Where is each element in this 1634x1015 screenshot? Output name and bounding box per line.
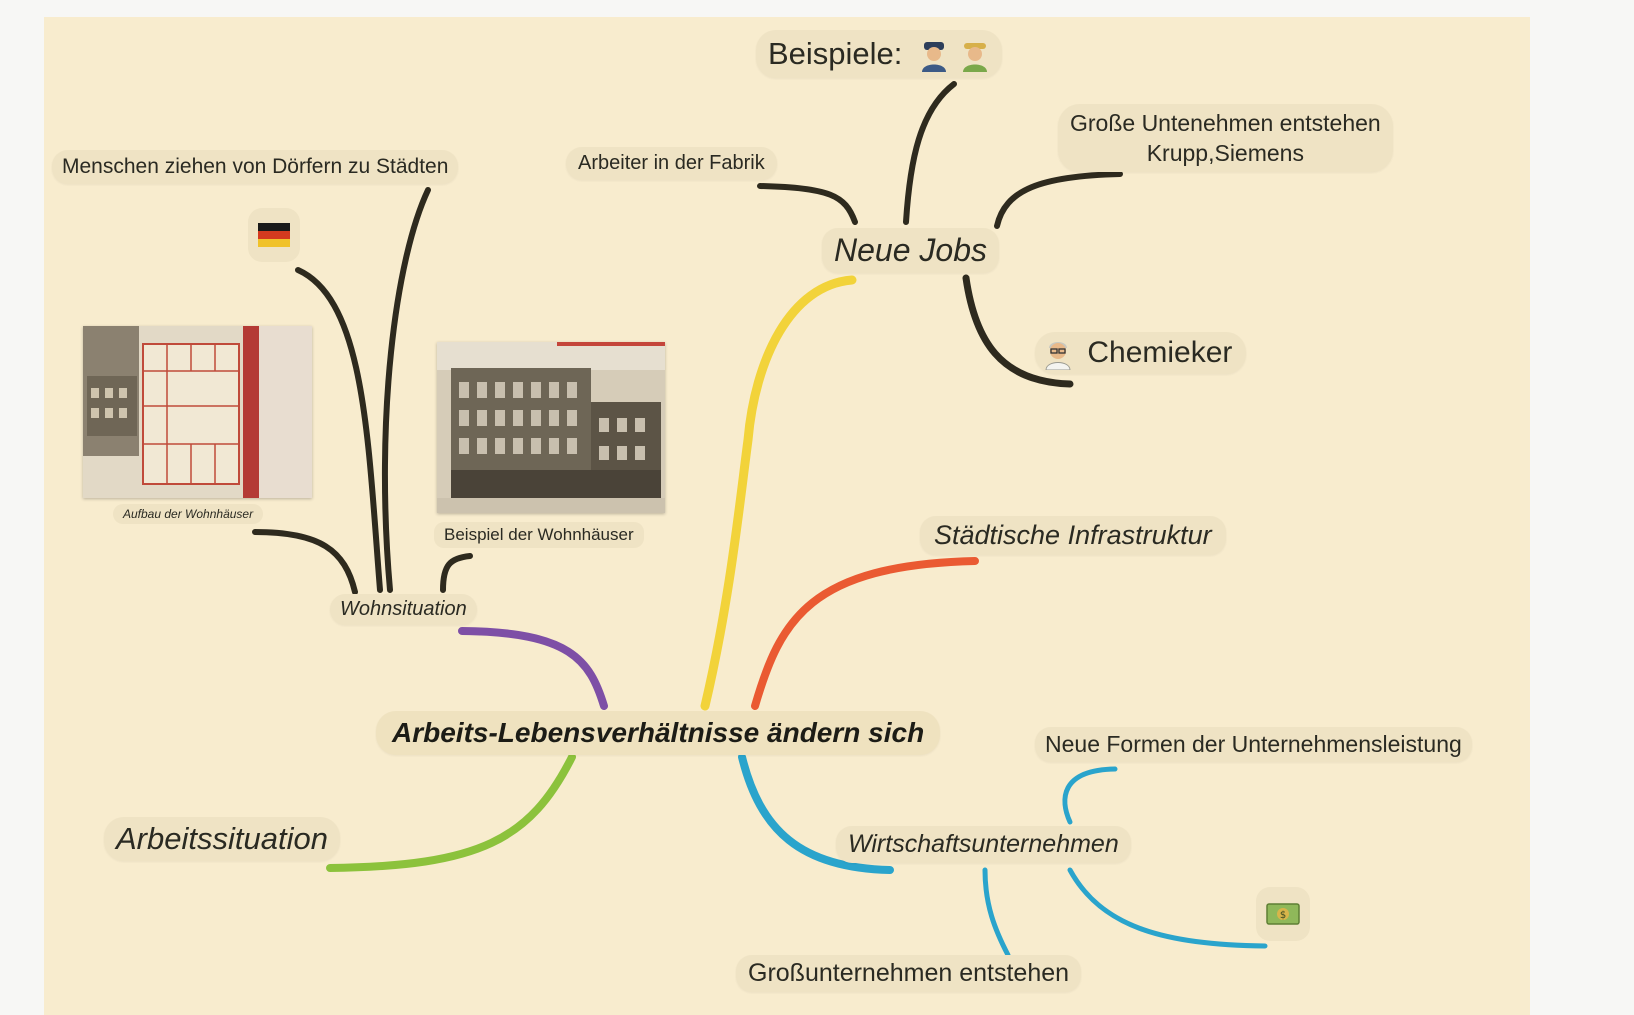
node-grossunternehmen[interactable]: Großunternehmen entstehen	[736, 955, 1082, 992]
topic-arbeitssituation[interactable]: Arbeitssituation	[104, 817, 340, 861]
branch-arbeiter-fabrik	[757, 183, 858, 225]
scientist-emoji-icon	[1045, 342, 1071, 371]
germany-flag-icon	[258, 223, 290, 247]
branch-flag	[295, 267, 383, 593]
branch-neue-jobs	[700, 275, 857, 711]
topic-wohnsituation-label: Wohnsituation	[340, 598, 467, 620]
node-arbeiter-fabrik[interactable]: Arbeiter in der Fabrik	[566, 147, 777, 180]
branch-chemieker	[962, 274, 1074, 388]
branch-neue-formen	[1062, 766, 1118, 825]
image-beispiel-wohnhaeuser[interactable]	[437, 342, 665, 513]
node-menschen-ziehen[interactable]: Menschen ziehen von Dörfern zu Städten	[52, 150, 459, 184]
node-grosse-unternehmen-line2: Krupp,Siemens	[1146, 140, 1304, 166]
caption-aufbau-label: Aufbau der Wohnhäuser	[123, 507, 254, 521]
topic-neue-jobs-label: Neue Jobs	[834, 232, 987, 268]
branch-arbeitssituation	[326, 753, 576, 872]
branch-wirtschaftsunternehmen	[738, 753, 894, 874]
branch-beispiele	[903, 81, 957, 225]
caption-beispiel-wohnhaeuser: Beispiel der Wohnhäuser	[434, 522, 644, 548]
topic-wirtschaftsunternehmen-label: Wirtschaftsunternehmen	[848, 830, 1119, 858]
branch-menschen-ziehen	[381, 187, 431, 593]
svg-text:$: $	[1280, 910, 1286, 921]
branch-aufbau	[252, 529, 358, 595]
topic-staedtische-infrastruktur[interactable]: Städtische Infrastruktur	[920, 516, 1226, 555]
farmer-emoji-icon	[962, 42, 987, 72]
topic-wohnsituation[interactable]: Wohnsituation	[330, 594, 477, 625]
topic-neue-jobs[interactable]: Neue Jobs	[822, 228, 999, 273]
node-flag[interactable]	[248, 208, 300, 262]
branch-grosse-unternehmen	[994, 171, 1123, 229]
branch-wohnsituation	[458, 627, 608, 710]
image-aufbau-wohnhaeuser[interactable]	[83, 326, 312, 498]
node-chemieker-label: Chemieker	[1087, 336, 1233, 369]
topic-wirtschaftsunternehmen[interactable]: Wirtschaftsunternehmen	[836, 826, 1131, 863]
branch-staedtische-infrastruktur	[751, 557, 979, 710]
floorplan-photo	[83, 326, 312, 498]
branch-money	[1067, 867, 1268, 949]
node-neue-formen[interactable]: Neue Formen der Unternehmensleistung	[1035, 727, 1472, 762]
topic-staedtische-infrastruktur-label: Städtische Infrastruktur	[934, 520, 1212, 550]
node-chemieker[interactable]: Chemieker	[1035, 332, 1247, 375]
money-bill-icon: $	[1266, 903, 1300, 925]
node-beispiele-label: Beispiele:	[768, 36, 903, 71]
central-topic-label: Arbeits-Lebensverhältnisse ändern sich	[392, 717, 925, 748]
caption-aufbau-wohnhaeuser: Aufbau der Wohnhäuser	[113, 504, 264, 524]
worker-emoji-icon	[922, 41, 947, 72]
node-grosse-unternehmen-line1: Große Untenehmen entstehen	[1070, 110, 1381, 136]
node-money[interactable]: $	[1256, 887, 1310, 941]
node-menschen-ziehen-label: Menschen ziehen von Dörfern zu Städten	[62, 155, 449, 178]
node-grosse-unternehmen[interactable]: Große Untenehmen entstehen Krupp,Siemens	[1058, 104, 1393, 172]
node-arbeiter-fabrik-label: Arbeiter in der Fabrik	[578, 152, 765, 174]
branch-grossunternehmen	[982, 867, 1011, 958]
caption-beispiel-label: Beispiel der Wohnhäuser	[444, 525, 634, 544]
buildings-photo	[437, 342, 665, 513]
topic-arbeitssituation-label: Arbeitssituation	[116, 821, 328, 856]
node-beispiele[interactable]: Beispiele:	[756, 30, 1002, 78]
branch-beispiel-wohnhaeuser	[440, 553, 473, 593]
node-grossunternehmen-label: Großunternehmen entstehen	[748, 959, 1070, 987]
node-neue-formen-label: Neue Formen der Unternehmensleistung	[1045, 731, 1462, 757]
central-topic[interactable]: Arbeits-Lebensverhältnisse ändern sich	[376, 711, 941, 755]
